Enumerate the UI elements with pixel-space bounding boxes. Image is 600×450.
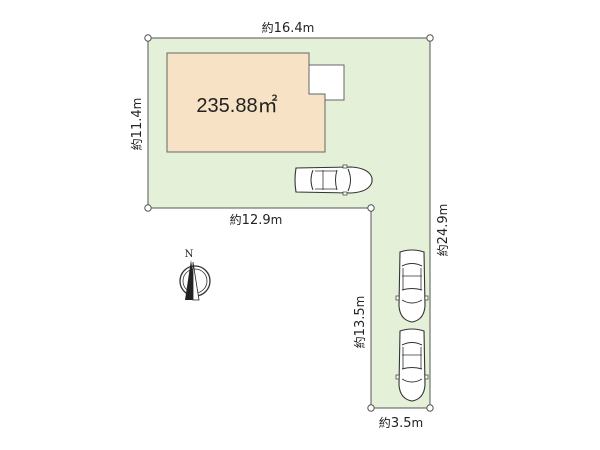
dimension-left: 約11.4m (129, 98, 145, 151)
corner-marker (426, 404, 434, 412)
dimension-bottom: 約3.5m (379, 415, 423, 431)
house-footprint (166, 52, 326, 153)
dimension-top: 約16.4m (262, 20, 315, 36)
area-label: 235.88㎡ (196, 93, 277, 117)
dimension-inner-vertical: 約13.5m (352, 296, 368, 349)
corner-marker (144, 34, 152, 42)
corner-marker (426, 34, 434, 42)
corner-marker (144, 204, 152, 212)
north-compass-icon: N (179, 249, 211, 301)
north-label: N (185, 249, 194, 260)
dimension-right: 約24.9m (435, 204, 451, 257)
car-parked-vertical (395, 249, 429, 323)
corner-marker (367, 204, 375, 212)
car-parked-horizontal (294, 164, 373, 196)
car-parked-vertical (395, 328, 429, 402)
corner-markers (144, 34, 434, 412)
corner-marker (367, 404, 375, 412)
dimension-inner-horizontal: 約12.9m (230, 212, 283, 228)
